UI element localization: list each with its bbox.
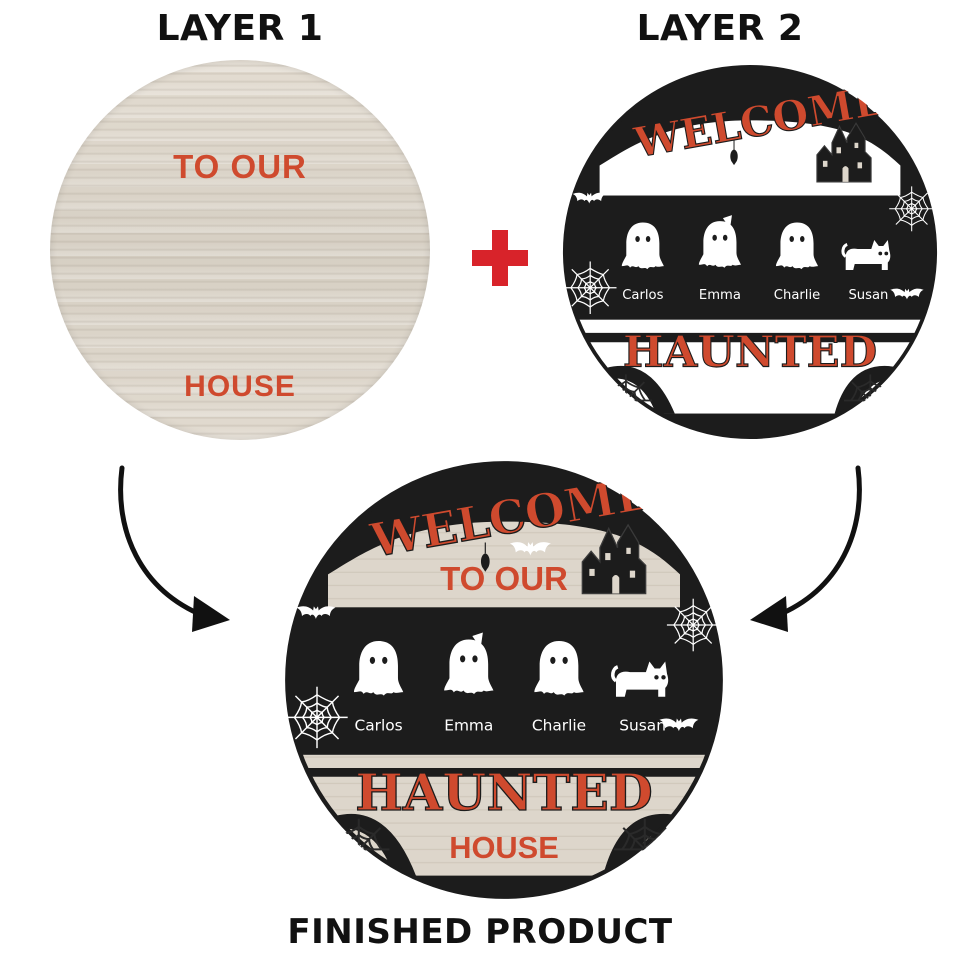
name-label: Susan bbox=[848, 288, 888, 303]
house-text: HOUSE bbox=[449, 830, 559, 865]
name-label: Carlos bbox=[622, 288, 663, 303]
finished-product-heading: FINISHED PRODUCT bbox=[287, 912, 673, 952]
name-label: Charlie bbox=[532, 717, 586, 735]
layer1-wood-disc: TO OUR HOUSE bbox=[50, 60, 430, 440]
haunted-text: HAUNTED bbox=[623, 327, 877, 378]
plus-icon bbox=[472, 230, 528, 286]
finished-product-disc: WELCOME TO OUR HAUNTED HOUSE Carlos Emma… bbox=[285, 461, 723, 899]
to-our-text: TO OUR bbox=[440, 560, 568, 597]
haunted-text: HAUNTED bbox=[355, 762, 653, 822]
name-label: Carlos bbox=[354, 717, 402, 735]
layer2-black-disc: WELCOME HAUNTED Carlos Emma Charlie Susa… bbox=[562, 64, 938, 440]
curved-arrow-icon bbox=[100, 460, 250, 640]
layer2-heading: LAYER 2 bbox=[636, 8, 804, 49]
spiderweb-icon bbox=[889, 186, 935, 232]
name-label: Emma bbox=[699, 288, 741, 303]
name-label: Charlie bbox=[774, 288, 820, 303]
name-label: Susan bbox=[619, 717, 666, 735]
name-label: Emma bbox=[444, 717, 493, 735]
layer1-to-our-text: TO OUR bbox=[173, 148, 307, 185]
layer1-house-text: HOUSE bbox=[184, 370, 296, 403]
curved-arrow-icon bbox=[730, 460, 880, 640]
layer1-heading: LAYER 1 bbox=[156, 8, 324, 49]
